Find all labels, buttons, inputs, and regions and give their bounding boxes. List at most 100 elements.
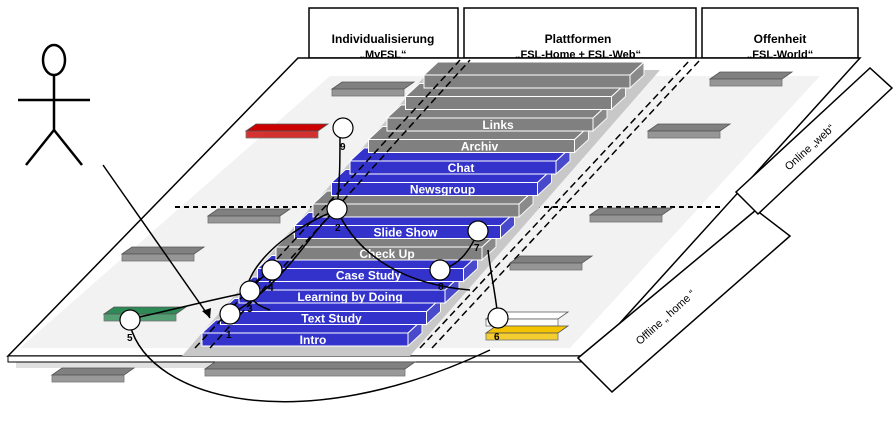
step-6: 6 <box>487 307 509 343</box>
tile-front <box>589 214 663 223</box>
path-5-6 <box>129 324 491 403</box>
step-circle <box>119 309 141 331</box>
layer-front <box>349 160 557 175</box>
tile-front <box>204 368 406 377</box>
header-box <box>308 7 459 59</box>
header-plattformen: Plattformen „FSL-Home + FSL-Web“ <box>463 7 697 61</box>
step-number: 1 <box>226 330 232 341</box>
layer-label: Text Study <box>301 312 362 326</box>
layer-label: Check Up <box>359 247 414 261</box>
layer-label: Slide Show <box>373 226 438 240</box>
layer-front <box>386 117 594 132</box>
layer-label: Newsgroup <box>410 183 475 197</box>
user-leg-left <box>25 129 55 166</box>
path-1-2 <box>229 209 338 316</box>
step-2: 2 <box>326 198 348 234</box>
tile-gray <box>588 207 674 223</box>
tile-top <box>203 361 417 370</box>
tile-front <box>331 88 405 97</box>
layer-label: Archiv <box>461 140 499 154</box>
layer-front <box>405 96 612 110</box>
tile-gray <box>206 208 292 224</box>
tile-red <box>244 123 330 139</box>
step-circle <box>487 307 509 329</box>
user-head <box>41 43 67 77</box>
header-individualisierung: Individualisierung „MyFSL“ <box>308 7 459 61</box>
step-number: 5 <box>127 333 133 344</box>
tile-yellow <box>484 325 570 341</box>
tile-group <box>50 71 794 383</box>
layer-front <box>331 182 538 196</box>
tile-gray-wide <box>203 361 417 377</box>
path-3-5 <box>134 291 251 319</box>
user-leg-right <box>53 129 83 166</box>
path-2-8 <box>336 209 471 291</box>
layer-label: Case Study <box>336 269 402 283</box>
tile-top <box>646 123 732 132</box>
offline-panel <box>576 209 792 394</box>
layer-front <box>312 203 520 218</box>
header-title: Offenheit <box>754 32 807 46</box>
tile-top <box>102 306 188 315</box>
tile-front <box>647 130 721 139</box>
tile-gray <box>646 123 732 139</box>
layer-label: Links <box>482 118 514 132</box>
header-offenheit: Offenheit „FSL-World“ <box>701 7 859 61</box>
tile-top <box>508 255 594 264</box>
step-circle <box>326 198 348 220</box>
step-circle <box>239 280 261 302</box>
step-7: 7 <box>467 220 489 254</box>
step-number: 9 <box>340 142 346 153</box>
tile-front <box>245 130 319 139</box>
step-1: 1 <box>219 303 241 341</box>
tile-front <box>51 374 125 383</box>
step-5: 5 <box>119 309 141 344</box>
tile-front <box>509 262 583 271</box>
layer-front <box>423 74 631 89</box>
tile-top <box>330 81 416 90</box>
tile-top <box>588 207 674 216</box>
step-circle <box>332 117 354 139</box>
step-markers: 1 2 34 5 6 7 8 9 <box>119 117 509 344</box>
platform-edge <box>7 355 591 363</box>
layer-stack: Intro Text Study Learning by Doing Case Stu… <box>200 60 646 348</box>
tile-gray <box>708 71 794 87</box>
step-number: 6 <box>494 332 500 343</box>
layer-front <box>238 289 446 304</box>
tile-front <box>207 215 281 224</box>
tile-gray <box>50 367 136 383</box>
tile-gray <box>120 246 206 262</box>
layer-label: Learning by Doing <box>297 290 402 304</box>
online-panel <box>734 66 894 216</box>
tile-front <box>121 253 195 262</box>
step-number: 8 <box>438 282 444 293</box>
tile-top <box>708 71 794 80</box>
step-8: 8 <box>429 259 451 293</box>
tile-gray <box>508 255 594 271</box>
layer-label: Chat <box>448 161 475 175</box>
step-circle <box>261 259 283 281</box>
step-circle <box>467 220 489 242</box>
tile-front <box>485 332 559 341</box>
tile-top <box>244 123 330 132</box>
user-arrowhead <box>202 308 211 318</box>
header-box <box>701 7 859 59</box>
step-number: 7 <box>474 243 480 254</box>
tile-top <box>206 208 292 217</box>
header-title: Plattformen <box>545 32 612 46</box>
step-4: 4 <box>261 259 283 294</box>
step-3: 3 <box>239 280 261 315</box>
layer-front <box>368 139 575 153</box>
tile-front <box>709 78 783 87</box>
layer-label: Intro <box>300 333 327 347</box>
step-number: 2 <box>335 223 341 234</box>
step-number: 4 <box>268 283 274 294</box>
step-circle <box>429 259 451 281</box>
user-figure <box>18 43 90 166</box>
layer-front <box>257 268 464 282</box>
tile-top <box>50 367 136 376</box>
layer-front <box>201 332 409 347</box>
layer-13 <box>422 60 646 90</box>
